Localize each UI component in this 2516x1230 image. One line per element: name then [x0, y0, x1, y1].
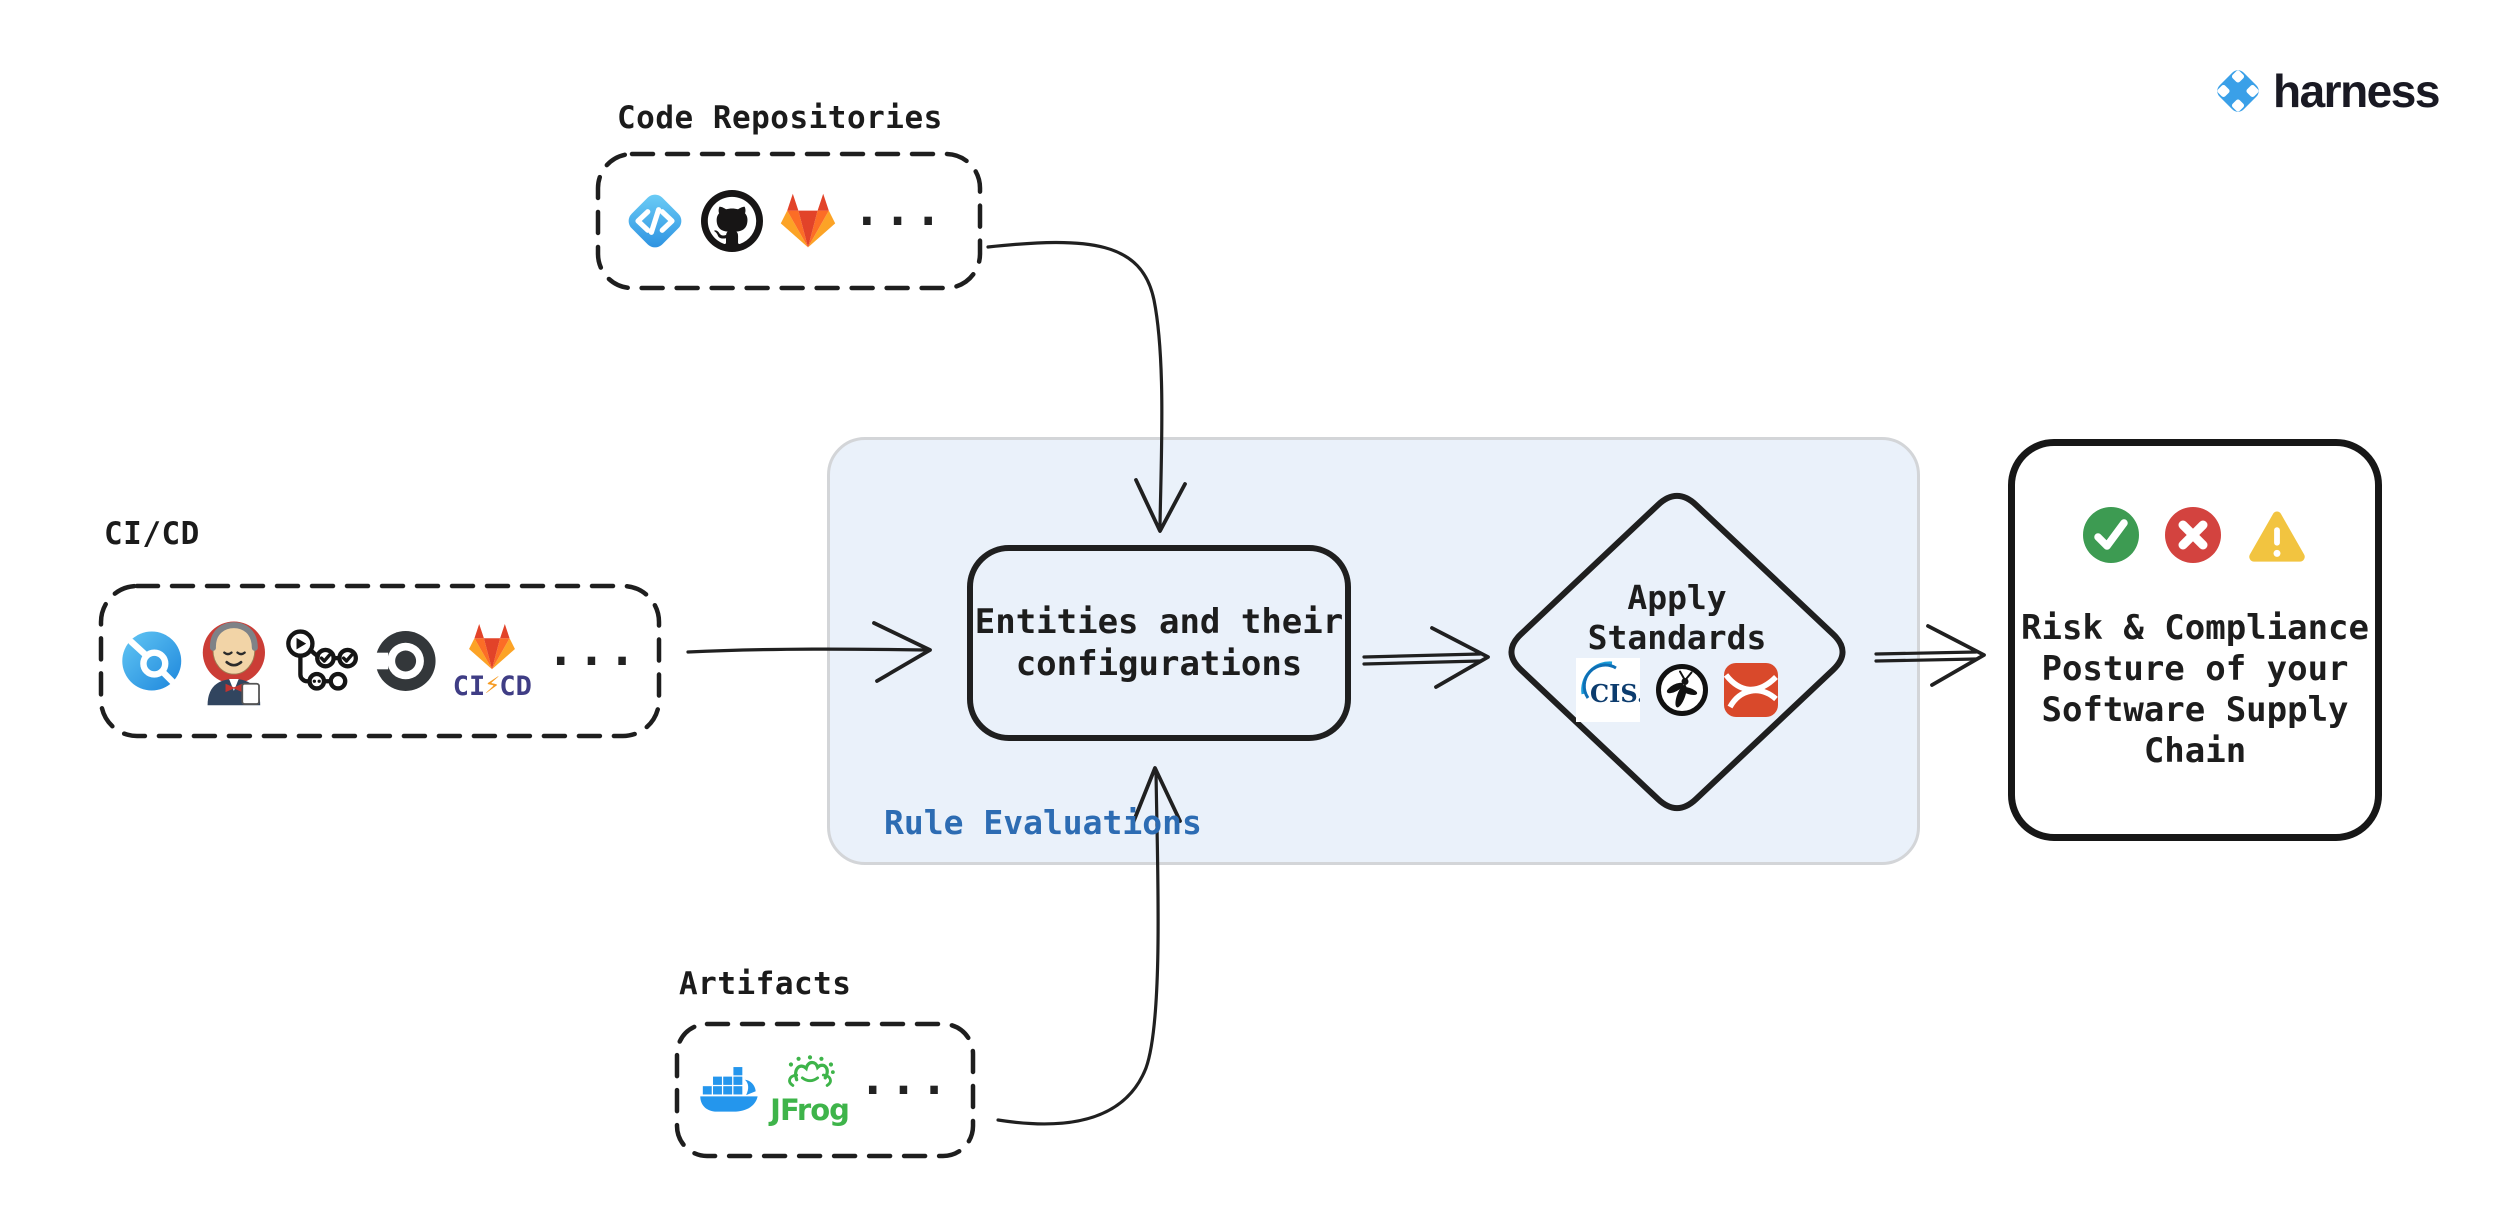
harness-code-icon	[628, 194, 682, 248]
outcome-box: Risk & Compliance Posture of your Softwa…	[2008, 439, 2382, 841]
github-actions-icon	[286, 629, 359, 691]
check-icon	[2083, 507, 2139, 563]
artifacts-group: JFrog ...	[677, 1024, 973, 1156]
standards-icon-row: CIS.	[1517, 658, 1837, 722]
cicd-label: CI/CD	[104, 516, 200, 552]
gitlab-cicd-icon: CI⚡CD	[453, 622, 532, 700]
cicd-group: CI⚡CD ...	[101, 586, 659, 736]
apply-standards-label: Apply Standards	[1587, 578, 1767, 657]
security-standard-icon	[1724, 663, 1778, 717]
jenkins-icon	[202, 621, 265, 706]
owasp-icon	[1656, 664, 1708, 716]
jfrog-label: JFrog	[770, 1093, 850, 1127]
github-icon	[701, 190, 763, 252]
code-repositories-label: Code Repositories	[617, 100, 943, 136]
harness-logo: harness	[2212, 64, 2440, 118]
harness-ci-icon	[122, 631, 182, 691]
apply-standards-text: Apply Standards	[1517, 578, 1837, 658]
status-icon-row	[2082, 506, 2308, 564]
code-repositories-group: ...	[598, 154, 980, 288]
more-cicd-ellipsis: ...	[546, 622, 639, 676]
entities-text: Entities and their configurations	[974, 602, 1344, 684]
outcome-text: Risk & Compliance Posture of your Softwa…	[2021, 608, 2369, 771]
rule-evaluations-label: Rule Evaluations	[884, 803, 1202, 842]
cis-icon: CIS.	[1576, 658, 1640, 722]
entities-box: Entities and their configurations	[967, 545, 1351, 741]
gitlab-fox-icon	[469, 624, 516, 670]
jfrog-icon: JFrog	[770, 1055, 850, 1127]
gitlab-ci-text: CI	[452, 671, 486, 702]
gitlab-cicd-text: CI⚡CD	[453, 673, 532, 700]
harness-wordmark: harness	[2273, 65, 2440, 117]
cis-label: CIS.	[1590, 679, 1640, 708]
more-repos-ellipsis: ...	[853, 182, 946, 236]
cross-icon	[2165, 507, 2221, 563]
gitlab-icon	[780, 193, 836, 248]
harness-logo-icon	[2217, 70, 2259, 112]
warning-icon	[2249, 511, 2305, 562]
circleci-icon	[374, 631, 437, 691]
more-artifacts-ellipsis: ...	[858, 1051, 951, 1105]
lightning-icon: ⚡	[484, 673, 501, 699]
gitlab-cd-text: CD	[499, 671, 532, 702]
jfrog-splash-icon	[787, 1055, 835, 1087]
docker-icon	[700, 1067, 758, 1112]
artifacts-label: Artifacts	[679, 966, 852, 1002]
